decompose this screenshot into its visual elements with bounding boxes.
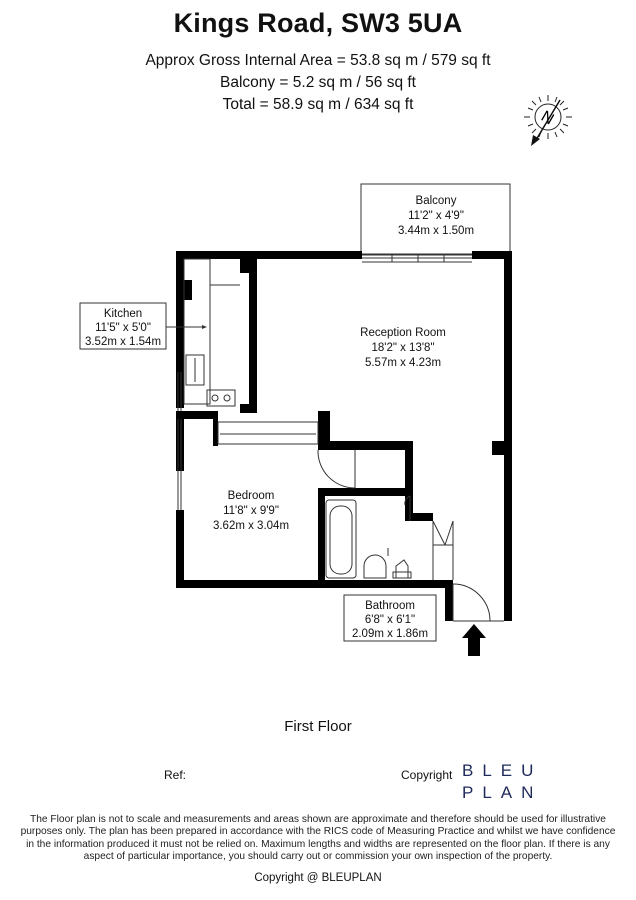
disclaimer-text: The Floor plan is not to scale and measu…	[20, 814, 616, 862]
reception-imperial: 18'2" x 13'8"	[371, 342, 434, 354]
windows	[177, 372, 182, 510]
compass-icon: N	[524, 95, 572, 146]
kitchen-label-box	[79, 302, 167, 350]
balcony-area-line: Balcony = 5.2 sq m / 56 sq ft	[219, 74, 416, 91]
bathroom-fixtures	[325, 499, 412, 579]
bathroom-name: Bathroom	[365, 600, 415, 612]
bleuplan-logo: BLEU PLAN	[462, 760, 542, 804]
bathroom-metric: 2.09m x 1.86m	[352, 628, 428, 640]
kitchen-name: Kitchen	[104, 308, 142, 320]
bathroom-imperial: 6'8" x 6'1"	[365, 614, 415, 626]
bedroom-wardrobe	[217, 421, 319, 445]
reception-metric: 5.57m x 4.23m	[365, 357, 441, 369]
balcony-name: Balcony	[416, 195, 457, 207]
entrance-arrow-icon	[462, 624, 486, 656]
gross-area-line: Approx Gross Internal Area = 53.8 sq m /…	[145, 52, 491, 69]
kitchen-imperial: 11'5" x 5'0"	[95, 322, 151, 334]
kitchen-metric: 3.52m x 1.54m	[85, 336, 161, 348]
bedroom-metric: 3.62m x 3.04m	[213, 520, 289, 532]
reception-name: Reception Room	[360, 327, 446, 339]
bedroom-name: Bedroom	[228, 490, 275, 502]
hall-cupboard-doors	[432, 520, 454, 580]
walls	[176, 251, 512, 621]
logo-line-2: PLAN	[462, 783, 543, 802]
kitchen-counter	[183, 258, 240, 407]
bathroom-door	[404, 495, 411, 521]
copyright-label: Copyright	[401, 768, 453, 782]
balcony-outline	[360, 183, 511, 255]
bedroom-door	[317, 449, 356, 489]
property-title: Kings Road, SW3 5UA	[173, 8, 463, 38]
kitchen-leader-arrow	[202, 325, 207, 329]
entrance-door	[452, 583, 504, 622]
logo-line-1: BLEU	[462, 761, 543, 780]
balcony-imperial: 11'2" x 4'9"	[408, 210, 464, 222]
bathroom-label-box	[343, 594, 437, 642]
balcony-metric: 3.44m x 1.50m	[398, 225, 474, 237]
ref-label: Ref:	[164, 768, 187, 782]
floor-label: First Floor	[284, 718, 352, 735]
total-area-line: Total = 58.9 sq m / 634 sq ft	[222, 96, 414, 113]
bedroom-imperial: 11'8" x 9'9"	[223, 505, 279, 517]
balcony-sliding-doors	[362, 254, 472, 263]
footer-copyright: Copyright @ BLEUPLAN	[254, 872, 382, 884]
